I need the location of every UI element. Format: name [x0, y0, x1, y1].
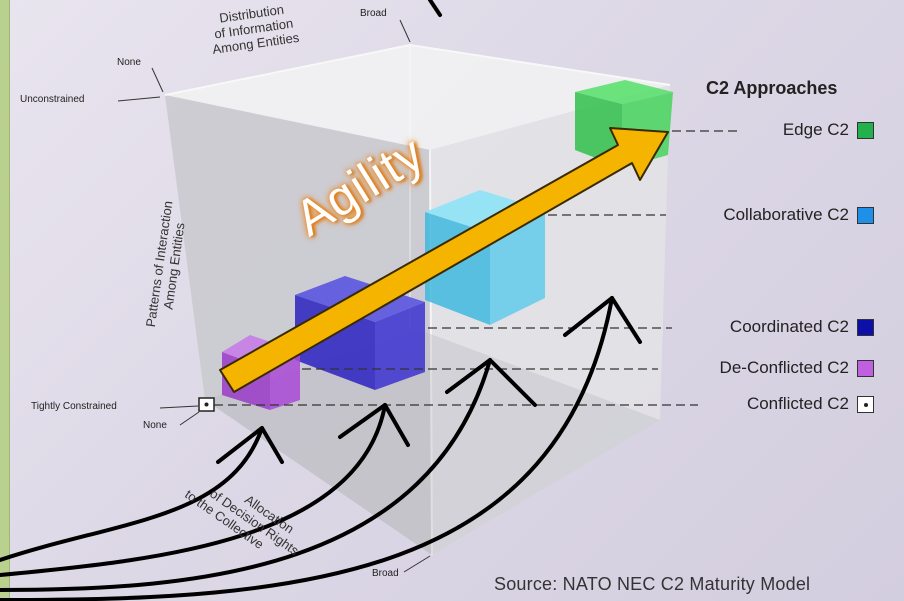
legend-swatch-deconflicted [857, 359, 874, 377]
legend-item-coordinated: Coordinated C2 [730, 317, 874, 337]
label-tightly-constrained: Tightly Constrained [31, 401, 117, 412]
legend-item-edge: Edge C2 [783, 120, 874, 140]
legend-item-conflicted: Conflicted C2 [747, 394, 874, 414]
label-broad-bottom: Broad [372, 568, 399, 579]
legend-swatch-edge [857, 121, 874, 139]
label-none-top: None [117, 57, 141, 68]
label-unconstrained: Unconstrained [20, 94, 85, 105]
agility-arrow [219, 127, 669, 393]
legend-label: De-Conflicted C2 [719, 358, 849, 377]
legend-label: Collaborative C2 [723, 205, 849, 224]
label-broad-top: Broad [360, 8, 387, 19]
legend-item-collaborative: Collaborative C2 [723, 205, 874, 225]
cube-floor-shadow [205, 330, 660, 555]
axis-pointers [117, 19, 431, 573]
label-none-bottom: None [143, 420, 167, 431]
legend-swatch-coordinated [857, 318, 874, 336]
dot-icon [864, 402, 868, 407]
legend-label: Conflicted C2 [746, 394, 849, 413]
legend-swatch-collaborative [857, 206, 874, 224]
legend-item-deconflicted: De-Conflicted C2 [720, 358, 874, 378]
legend-label: Coordinated C2 [729, 317, 849, 336]
source-caption: Source: NATO NEC C2 Maturity Model [494, 574, 811, 594]
cube-top-face [165, 45, 670, 150]
legend-swatch-conflicted [857, 395, 874, 413]
legend-title: C2 Approaches [706, 78, 838, 98]
legend-label: Edge C2 [782, 120, 849, 139]
hand-drawn-arrows [0, 0, 642, 601]
left-edge-strip [0, 0, 10, 601]
